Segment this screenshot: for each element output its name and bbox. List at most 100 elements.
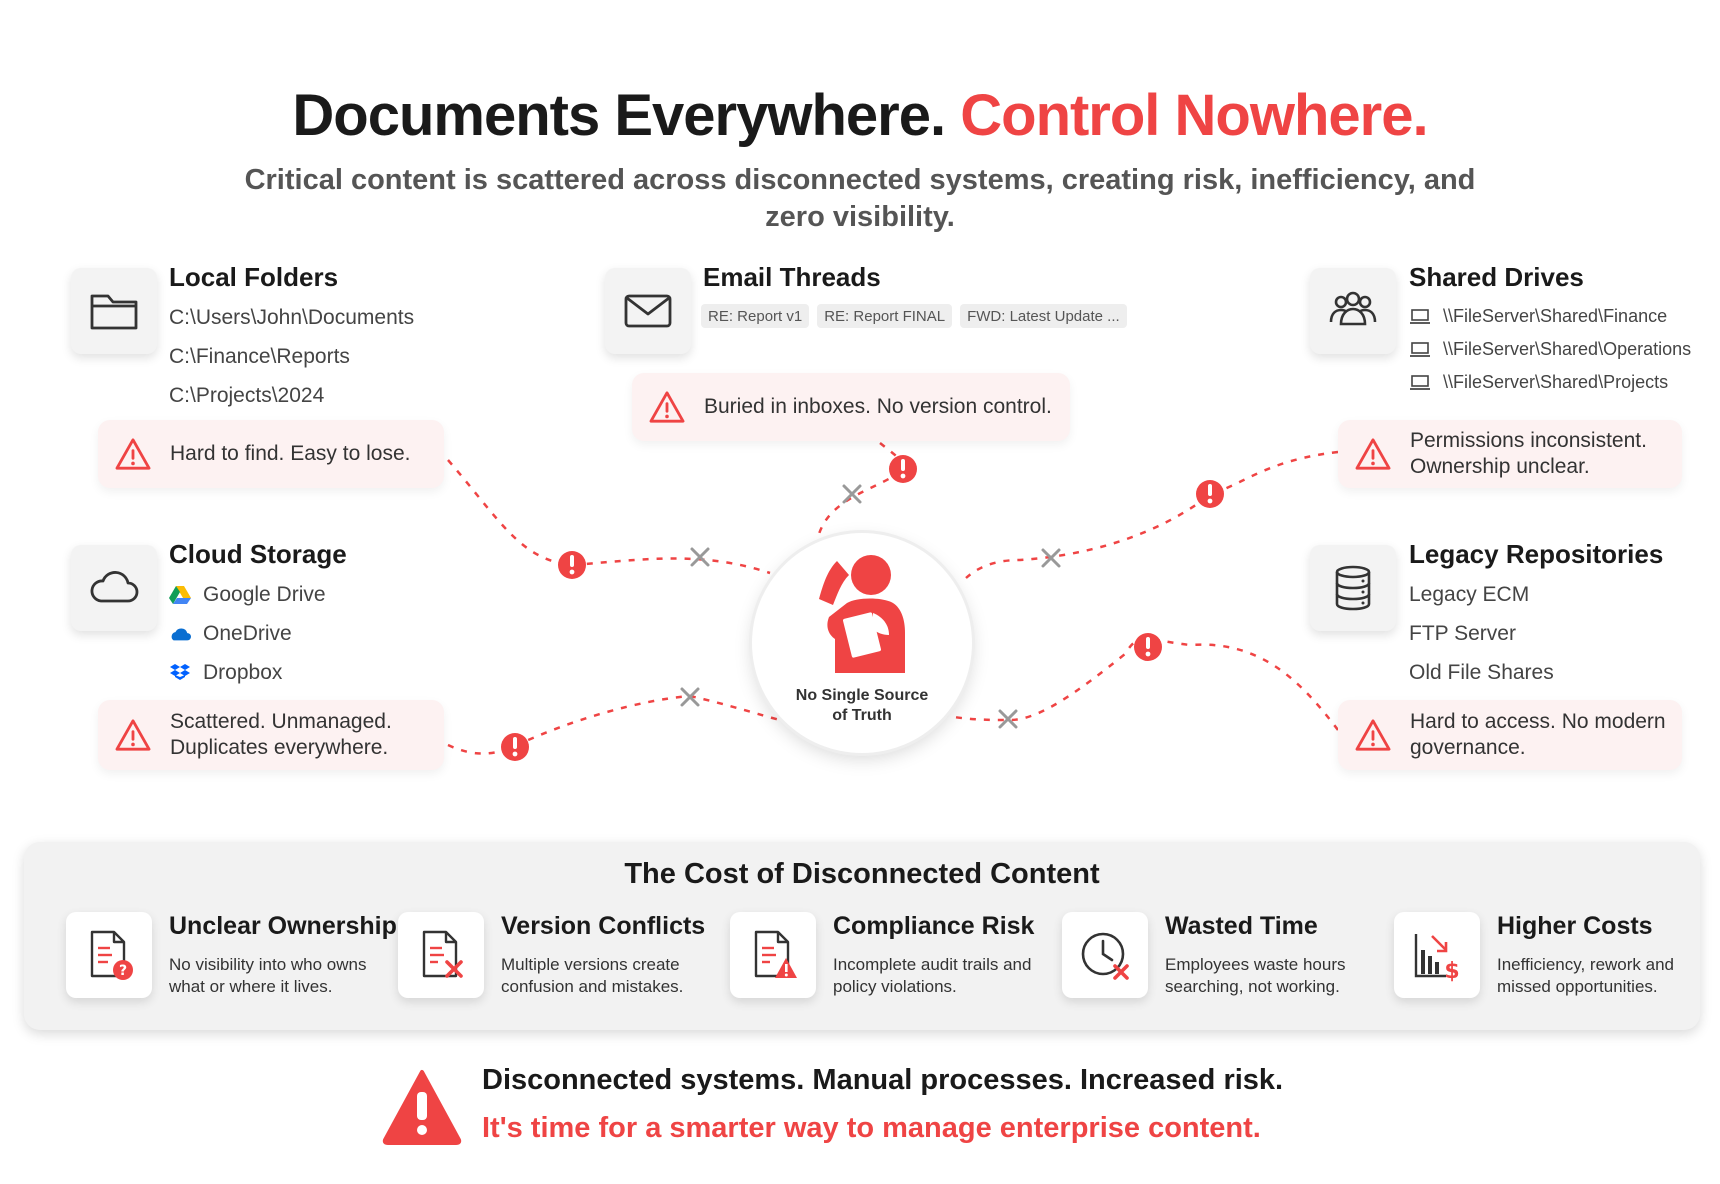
warning-triangle-icon bbox=[115, 438, 151, 470]
cost-icon-box bbox=[1062, 912, 1148, 998]
document-x-icon bbox=[422, 930, 463, 978]
shared-drives-paths: \\FileServer\Shared\Finance \\FileServer… bbox=[1409, 300, 1691, 399]
clock-x-icon bbox=[1081, 932, 1129, 980]
legacy-repositories-items: Legacy ECM FTP Server Old File Shares bbox=[1409, 575, 1554, 692]
local-folders-warning: Hard to find. Easy to lose. bbox=[98, 420, 444, 488]
cost-title: Compliance Risk bbox=[833, 912, 1035, 940]
cost-heading: The Cost of Disconnected Content bbox=[624, 858, 1100, 890]
database-icon bbox=[1335, 565, 1371, 611]
break-mark-5 bbox=[998, 709, 1018, 729]
warning-text: Buried in inboxes. No version control. bbox=[704, 395, 1052, 418]
warning-text: Hard to find. Easy to lose. bbox=[170, 442, 411, 465]
legacy-item: FTP Server bbox=[1409, 621, 1516, 645]
envelope-icon bbox=[624, 294, 672, 328]
warning-text: Permissions inconsistent.Ownership uncle… bbox=[1410, 429, 1647, 478]
legacy-item: Old File Shares bbox=[1409, 660, 1554, 684]
drive-icon bbox=[1409, 372, 1431, 394]
cost-item-unclear-ownership: ? Unclear Ownership No visibility into w… bbox=[66, 912, 397, 1012]
email-threads-warning: Buried in inboxes. No version control. bbox=[632, 373, 1070, 441]
drive-icon bbox=[1409, 339, 1431, 361]
break-mark-4 bbox=[680, 687, 700, 707]
dropbox-icon bbox=[169, 662, 191, 684]
local-folders-paths: C:\Users\John\Documents C:\Finance\Repor… bbox=[169, 298, 414, 415]
alert-dot-5 bbox=[1134, 633, 1162, 661]
page-title: Documents Everywhere. Control Nowhere. bbox=[0, 82, 1720, 149]
cost-item-higher-costs: $ Higher Costs Inefficiency, rework and … bbox=[1394, 912, 1720, 1012]
alert-dot-2 bbox=[889, 455, 917, 483]
warning-triangle-icon bbox=[1355, 438, 1391, 470]
folder-path: C:\Projects\2024 bbox=[169, 383, 325, 407]
google-drive-icon bbox=[169, 584, 191, 606]
legacy-repositories-title: Legacy Repositories bbox=[1409, 539, 1664, 569]
warning-triangle-icon bbox=[1355, 719, 1391, 751]
cost-item-compliance-risk: Compliance Risk Incomplete audit trails … bbox=[730, 912, 1060, 1012]
cloud-storage-title: Cloud Storage bbox=[169, 539, 347, 569]
warning-text: Scattered. Unmanaged.Duplicates everywhe… bbox=[170, 710, 392, 759]
cost-title: Higher Costs bbox=[1497, 912, 1653, 940]
drive-path: \\FileServer\Shared\Projects bbox=[1409, 366, 1691, 399]
warning-triangle-icon bbox=[115, 719, 151, 751]
connector-shared-drives bbox=[965, 450, 1339, 579]
drive-path: \\FileServer\Shared\Finance bbox=[1409, 300, 1691, 333]
cost-icon-box bbox=[398, 912, 484, 998]
alert-dot-3 bbox=[1196, 480, 1224, 508]
page-subtitle: Critical content is scattered across dis… bbox=[244, 164, 1476, 233]
svg-text:$: $ bbox=[1444, 959, 1459, 982]
warning-triangle-large-icon bbox=[382, 1070, 462, 1145]
break-mark-2 bbox=[842, 484, 862, 504]
folder-icon bbox=[90, 294, 138, 330]
cost-item-wasted-time: Wasted Time Employees waste hours search… bbox=[1062, 912, 1392, 1012]
email-chip[interactable]: FWD: Latest Update ... bbox=[960, 304, 1127, 328]
drive-path: \\FileServer\Shared\Operations bbox=[1409, 333, 1691, 366]
cost-title: Unclear Ownership bbox=[169, 912, 397, 940]
document-question-icon: ? bbox=[90, 930, 133, 980]
folder-path: C:\Finance\Reports bbox=[169, 344, 350, 368]
onedrive-icon bbox=[169, 623, 191, 645]
connector-cloud bbox=[447, 694, 781, 755]
cost-desc: Inefficiency, rework and missed opportun… bbox=[1497, 955, 1675, 996]
cloud-storage-warning: Scattered. Unmanaged.Duplicates everywhe… bbox=[98, 700, 444, 770]
title-main: Documents Everywhere. bbox=[292, 83, 946, 148]
provider-dropbox: Dropbox bbox=[169, 653, 326, 692]
connector-legacy bbox=[947, 637, 1339, 731]
email-threads-icon-box bbox=[605, 268, 691, 354]
cloud-storage-icon-box bbox=[71, 545, 157, 631]
warning-triangle-icon bbox=[649, 391, 685, 423]
email-chip[interactable]: RE: Report FINAL bbox=[817, 304, 953, 328]
local-folders-icon-box bbox=[71, 268, 157, 354]
cost-icon-box: ? bbox=[66, 912, 152, 998]
center-hub bbox=[752, 533, 972, 753]
connector-local-folders bbox=[447, 459, 771, 575]
svg-text:?: ? bbox=[119, 963, 127, 979]
users-icon bbox=[1329, 291, 1377, 326]
cost-item-version-conflicts: Version Conflicts Multiple versions crea… bbox=[398, 912, 728, 1012]
confused-person-icon bbox=[819, 555, 905, 673]
cost-desc: Multiple versions create confusion and m… bbox=[501, 955, 684, 996]
provider-onedrive: OneDrive bbox=[169, 614, 326, 653]
shared-drives-icon-box bbox=[1310, 268, 1396, 354]
cost-title: Wasted Time bbox=[1165, 912, 1318, 940]
footer-call-to-action: It's time for a smarter way to manage en… bbox=[482, 1112, 1261, 1144]
local-folders-title: Local Folders bbox=[169, 262, 339, 292]
cost-desc: No visibility into who owns what or wher… bbox=[169, 955, 367, 996]
connector-email bbox=[816, 442, 907, 538]
title-accent: Control Nowhere. bbox=[960, 83, 1428, 148]
shared-drives-warning: Permissions inconsistent.Ownership uncle… bbox=[1338, 420, 1682, 488]
cloud-storage-providers: Google Drive OneDrive Dropbox bbox=[169, 575, 326, 692]
cloud-icon bbox=[90, 571, 139, 603]
folder-path: C:\Users\John\Documents bbox=[169, 305, 415, 329]
chart-dollar-icon: $ bbox=[1414, 934, 1460, 982]
alert-dot-1 bbox=[558, 551, 586, 579]
legacy-item: Legacy ECM bbox=[1409, 582, 1530, 606]
footer-statement: Disconnected systems. Manual processes. … bbox=[482, 1064, 1284, 1096]
provider-google-drive: Google Drive bbox=[169, 575, 326, 614]
document-warning-icon bbox=[754, 930, 797, 978]
cost-desc: Employees waste hours searching, not wor… bbox=[1165, 955, 1346, 996]
drive-icon bbox=[1409, 306, 1431, 328]
break-mark-1 bbox=[690, 547, 710, 567]
email-chip[interactable]: RE: Report v1 bbox=[701, 304, 810, 328]
